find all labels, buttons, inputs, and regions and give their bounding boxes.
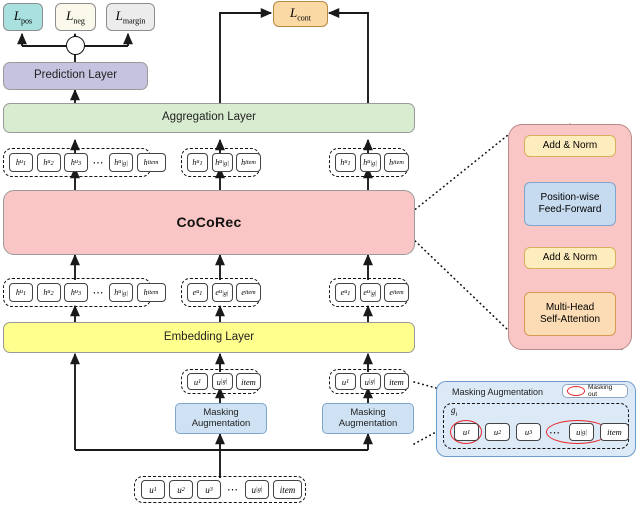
loss-margin-box: Lmargin [106,3,155,31]
masking-aug-mid-line1: Masking [203,406,239,418]
cocorec-backbone: CoCoRec [3,190,415,255]
group-symbol: g [451,405,456,415]
masking-legend-label: Masking out [588,384,613,398]
masking-aug-right-line2: Augmentation [338,417,398,429]
loss-neg-box: Lneg [55,3,96,31]
loss-cont-symbol: L [289,4,298,20]
masking-augmentation-right: Masking Augmentation [322,403,414,434]
add-norm-top: Add & Norm [524,135,616,157]
add-norm-bottom: Add & Norm [524,247,616,269]
masking-augmentation-mid: Masking Augmentation [175,403,267,434]
position-wise-feed-forward: Position-wise Feed-Forward [524,182,616,226]
mask-detail-item: item [600,423,629,441]
tokens-right-item: item [384,373,409,390]
mask-detail-ellipsis: ⋯ [549,426,561,439]
mask-detail-ug: u|g| [569,423,594,441]
embedding-layer-label: Embedding Layer [163,330,255,343]
ffn-line2: Feed-Forward [538,204,602,215]
mha-line1: Multi-Head [545,302,595,313]
callout-masking [413,381,437,445]
group-label-gi: gi [451,405,457,418]
loss-pos-subscript: pos [21,16,33,26]
hidden-left-ellipsis: ⋯ [92,157,105,169]
loss-pos-symbol: L [13,7,22,23]
add-norm-bottom-label: Add & Norm [542,252,598,263]
mask-ellipse-u1 [450,420,482,444]
tokens-right-ug: u|g| [359,373,381,390]
loss-neg-subscript: neg [73,16,85,26]
loss-margin-subscript: margin [122,16,146,26]
sigmoid-operator [65,35,85,55]
loss-cont-subscript: cont [297,13,311,23]
prediction-layer-label: Prediction Layer [33,69,118,82]
input-seq-ug: u|g| [245,480,269,499]
aggregation-layer: Aggregation Layer [3,103,415,133]
loss-neg-symbol: L [66,7,74,23]
aggregation-layer-label: Aggregation Layer [162,111,256,124]
masking-out-ellipse-icon [567,386,585,396]
loss-margin-symbol: L [115,7,123,23]
loss-pos-box: Lpos [3,3,43,31]
callout-transformer [411,134,509,331]
masking-detail-title: Masking Augmentation [452,387,544,397]
prediction-layer: Prediction Layer [3,62,148,90]
tokens-mid-item: item [236,373,261,390]
group-subscript: i [455,411,458,418]
mha-line2: Self-Attention [539,314,601,325]
tokens-mid-ug: u|g| [211,373,233,390]
embed-left-ellipsis: ⋯ [92,287,105,299]
embedding-layer: Embedding Layer [3,322,415,353]
masking-legend: Masking out [562,384,628,398]
masking-aug-mid-line2: Augmentation [191,417,251,429]
multi-head-self-attention: Multi-Head Self-Attention [524,292,616,336]
loss-cont-box: Lcont [273,1,328,27]
cocorec-label: CoCoRec [176,214,242,231]
add-norm-top-label: Add & Norm [542,140,598,151]
input-seq-item: item [273,480,302,499]
input-seq-ellipsis: ⋯ [227,484,239,496]
input-sequence-group [134,476,306,503]
ffn-line1: Position-wise [540,192,600,203]
masking-aug-right-line1: Masking [350,406,386,418]
